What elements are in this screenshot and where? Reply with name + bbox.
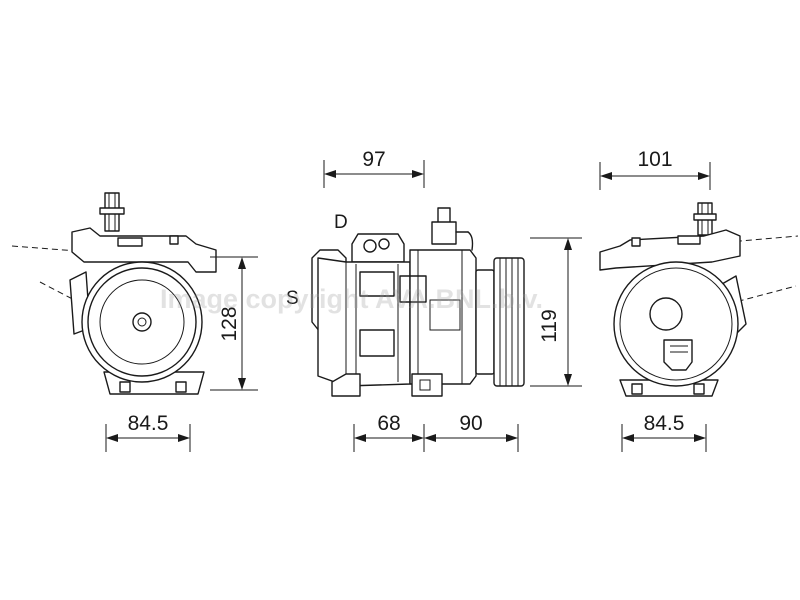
dim-middle-height: 119: [538, 309, 561, 342]
watermark: Image copyright AVA.BNL.b.v.: [160, 284, 543, 314]
dim-left-height: 128: [218, 306, 241, 341]
dim-right-width: 84.5: [644, 412, 685, 435]
dim-middle-bottom-left: 68: [377, 412, 400, 435]
dim-left-width: 84.5: [128, 412, 169, 435]
port-label-suction: S: [286, 288, 299, 309]
dim-middle-bottom-right: 90: [459, 412, 482, 435]
dim-middle-top: 97: [362, 148, 385, 171]
port-label-discharge: D: [334, 212, 348, 233]
right-view-rear: 101 84.5: [599, 148, 799, 452]
dim-right-top: 101: [637, 148, 672, 171]
middle-view-side: D S 97 119 68 90: [286, 148, 582, 452]
left-view-front: 128 84.5: [11, 192, 258, 452]
